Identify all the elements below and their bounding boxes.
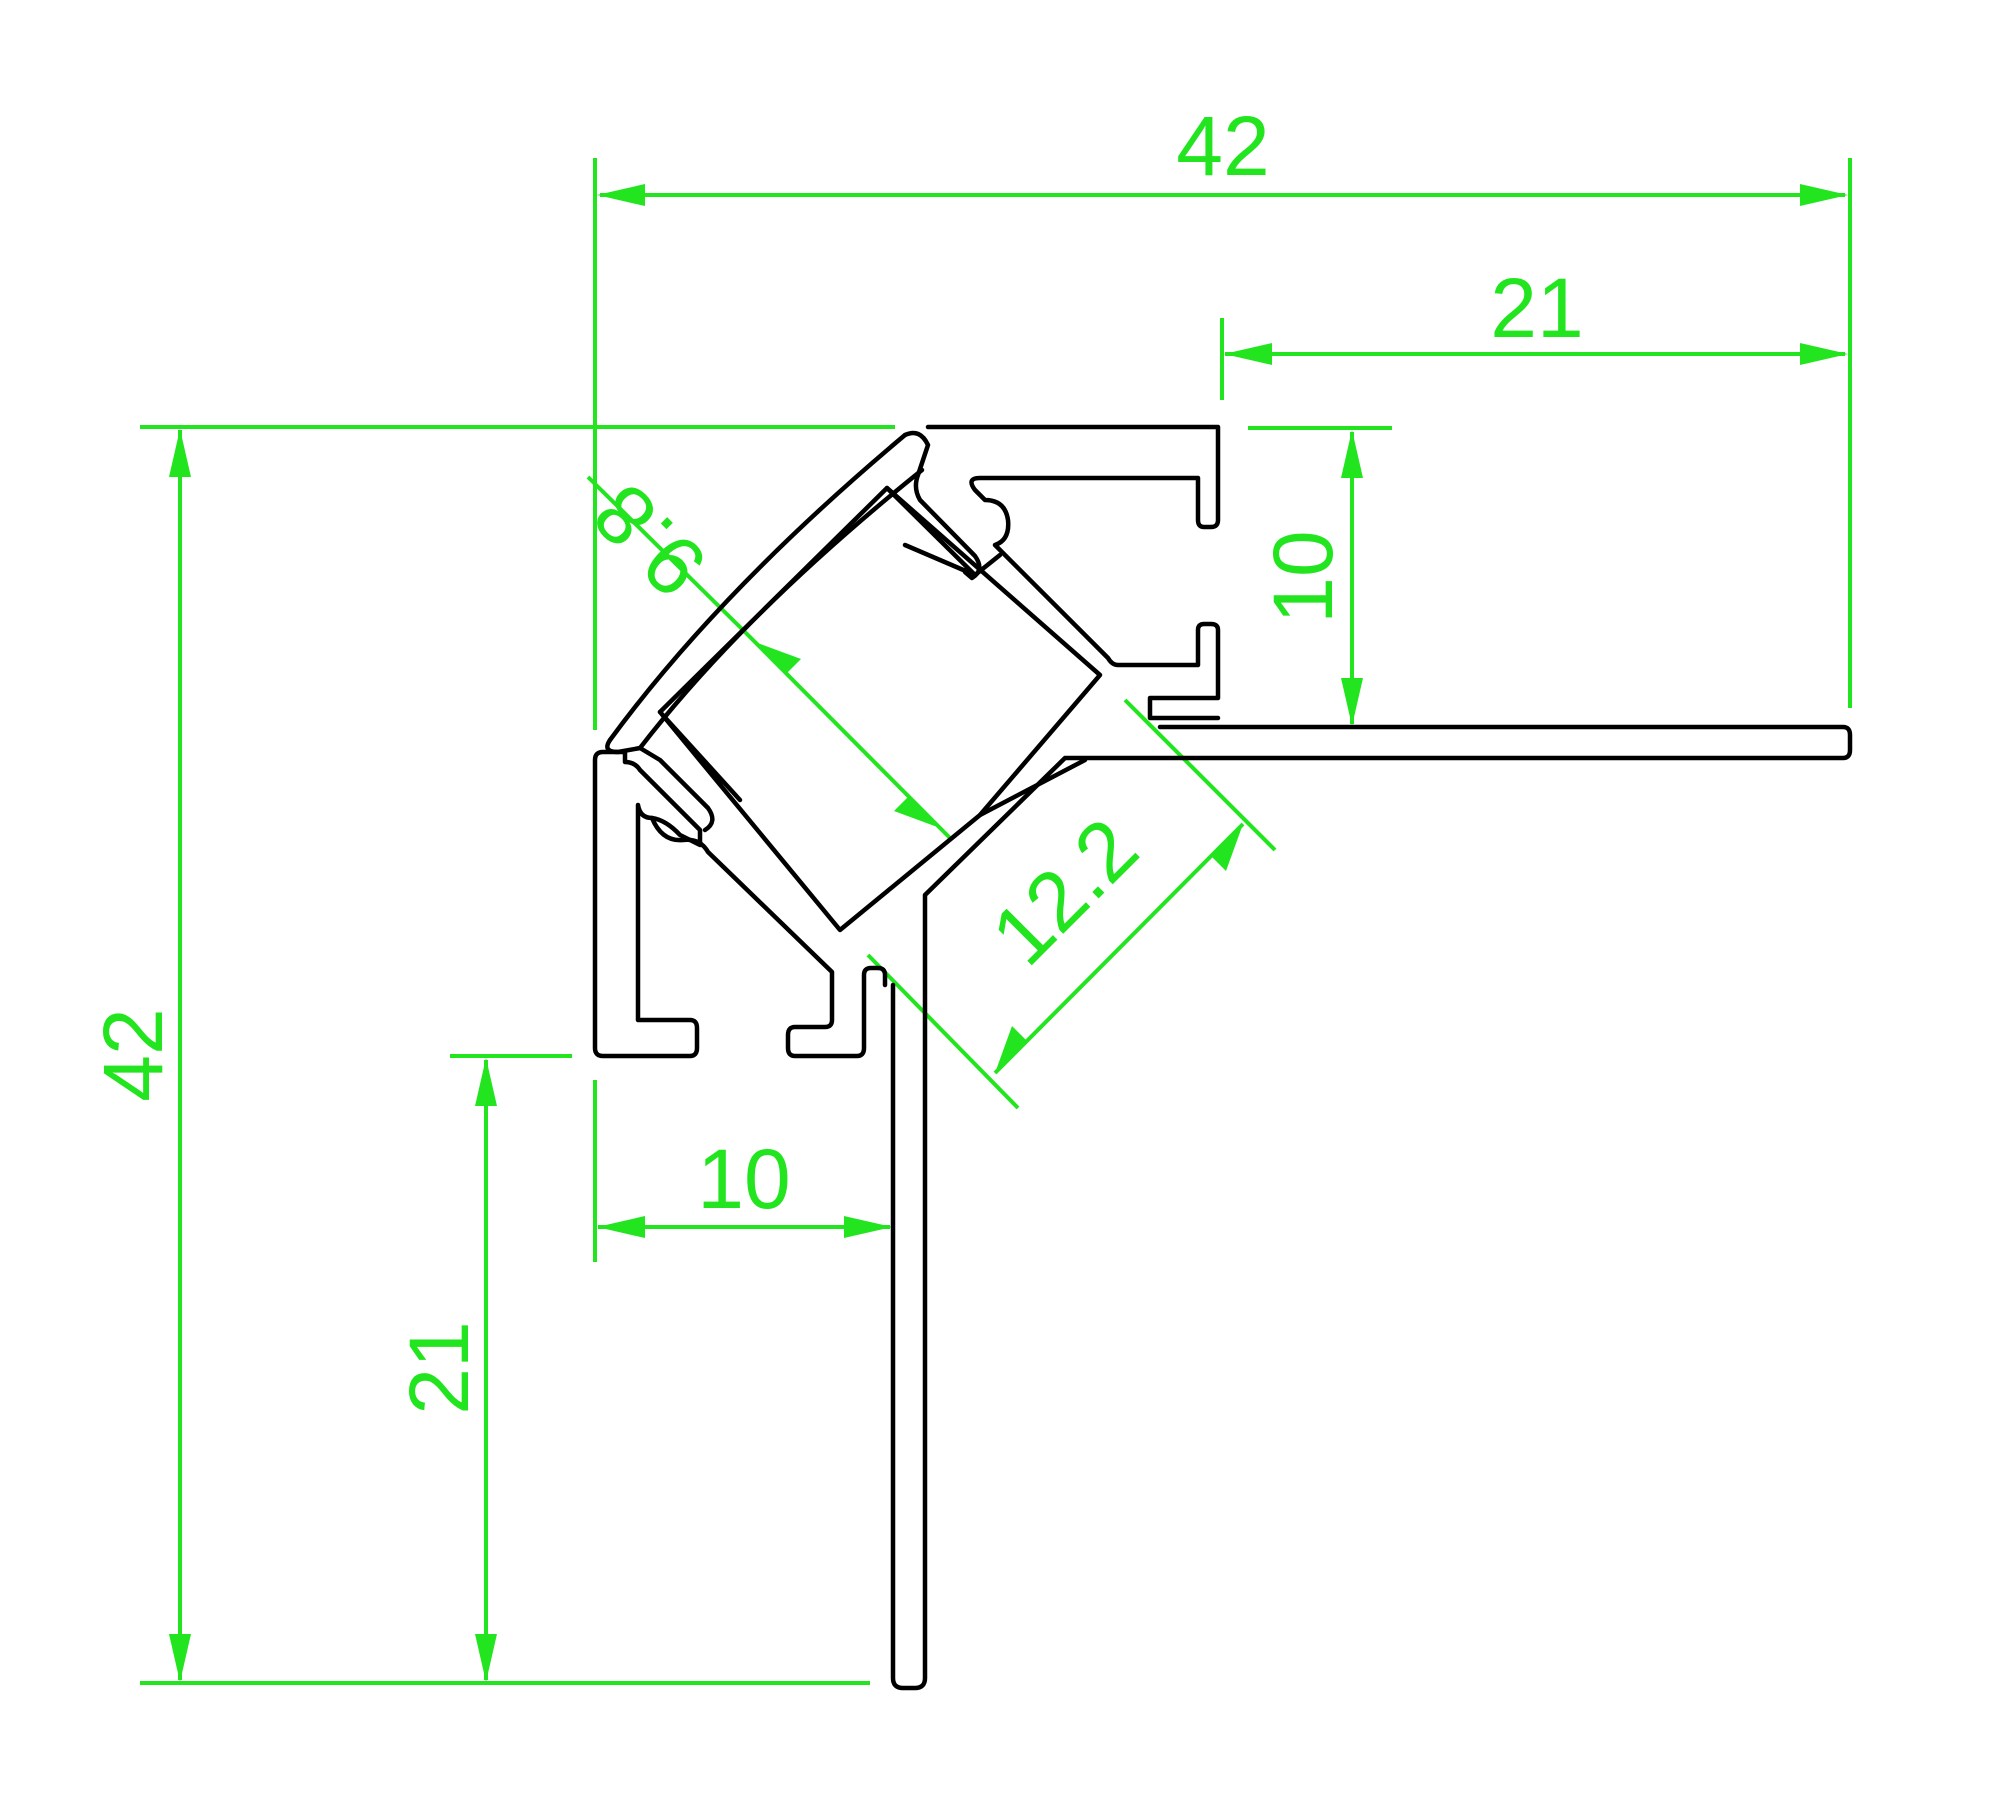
dim-10-bottom-arrow-right <box>844 1216 892 1238</box>
label-21-top: 21 <box>1490 261 1583 355</box>
dim-10-bottom-arrow-left <box>597 1216 645 1238</box>
profile-outline <box>592 424 1853 1691</box>
diffuser-tip-bottom <box>605 737 715 833</box>
left-slot-lip <box>649 815 888 1059</box>
dim-42-top-arrow-right <box>1800 184 1848 206</box>
dim-12-2-ext-bottom <box>866 953 1020 1110</box>
dim-9-8-ext <box>586 475 747 634</box>
dim-9-8-arrow-bottom <box>894 796 940 828</box>
dim-10-right-arrow-top <box>1341 430 1363 478</box>
dim-42-left-arrow-top <box>169 429 191 477</box>
label-10-right: 10 <box>1256 530 1350 623</box>
label-42-top: 42 <box>1176 99 1269 193</box>
label-42-left: 42 <box>86 1008 180 1101</box>
dim-42-top-arrow-left <box>597 184 645 206</box>
top-flange-slot <box>925 424 1221 721</box>
dim-12-2-ext-top <box>1123 698 1277 852</box>
dim-21-top-arrow-right <box>1800 343 1848 365</box>
label-10-bottom: 10 <box>697 1132 790 1226</box>
label-12-2: 12.2 <box>973 800 1155 982</box>
dim-10-right-arrow-bottom <box>1341 678 1363 726</box>
dim-42-left-arrow-bottom <box>169 1634 191 1682</box>
diffuser-tip-top <box>902 430 982 581</box>
left-slot <box>592 749 703 1059</box>
dim-21-left-arrow-bottom <box>475 1634 497 1682</box>
led-channel <box>657 485 978 715</box>
diffuser-outer-arc <box>607 432 908 743</box>
dim-12-2-line <box>993 822 1245 1075</box>
dim-21-left-arrow-top <box>475 1058 497 1106</box>
dim-21-top-arrow-left <box>1224 343 1272 365</box>
dim-12-2-arrow-top <box>1211 824 1243 871</box>
led-channel-inner <box>972 552 1088 818</box>
right-wing <box>890 724 1853 1691</box>
label-21-left: 21 <box>392 1321 486 1414</box>
dim-12-2-arrow-bottom <box>995 1026 1027 1073</box>
dim-9-8-arrow-top <box>755 642 801 674</box>
